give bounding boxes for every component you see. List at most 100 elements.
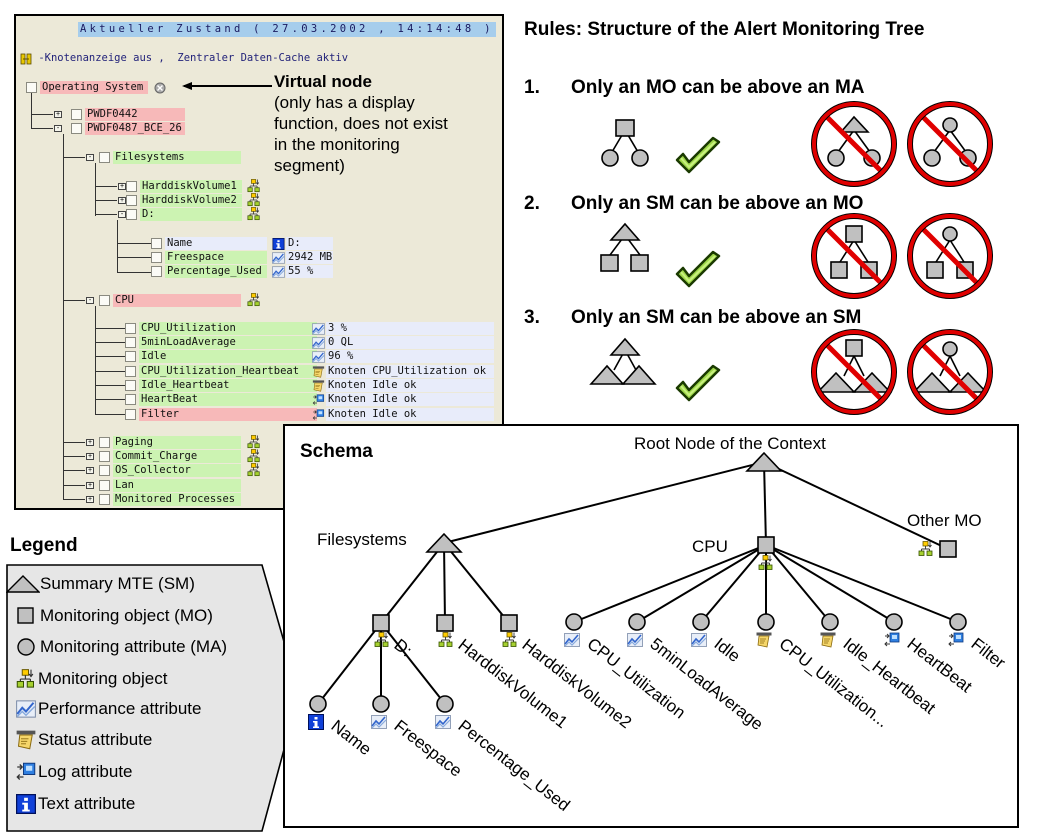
tree-node-label: HarddiskVolume2 bbox=[140, 194, 242, 207]
attribute-value: Knoten CPU_Utilization ok bbox=[312, 365, 494, 378]
triangle-icon bbox=[6, 575, 40, 593]
node-checkbox[interactable] bbox=[26, 82, 37, 93]
performance-attribute-icon bbox=[312, 337, 325, 349]
schema-edge bbox=[636, 544, 767, 623]
legend-item-ma: Monitoring attribute (MA) bbox=[16, 637, 227, 657]
node-checkbox[interactable] bbox=[99, 451, 110, 462]
expand-toggle-icon[interactable]: + bbox=[118, 197, 126, 204]
tree-node-label: Filter bbox=[139, 408, 317, 421]
tree-attribute[interactable]: Idle_Heartbeat bbox=[125, 379, 317, 392]
tree-node[interactable]: Commit_Charge bbox=[99, 450, 241, 463]
node-checkbox[interactable] bbox=[99, 295, 110, 306]
tree-node-label: Percentage_Used bbox=[165, 265, 267, 278]
legend-title: Legend bbox=[10, 535, 78, 556]
tree-node[interactable]: PWDF0487_BCE_26 bbox=[71, 122, 185, 135]
expand-toggle-icon[interactable]: + bbox=[86, 496, 94, 503]
node-checkbox[interactable] bbox=[99, 480, 110, 491]
node-checkbox[interactable] bbox=[125, 323, 136, 334]
collapse-toggle-icon[interactable]: - bbox=[118, 211, 126, 218]
node-checkbox[interactable] bbox=[71, 109, 82, 120]
log-attribute-icon bbox=[16, 762, 36, 782]
text-attribute-icon bbox=[308, 714, 324, 730]
node-checkbox[interactable] bbox=[125, 351, 136, 362]
tree-attribute[interactable]: CPU_Utilization_Heartbeat bbox=[125, 365, 317, 378]
status-attribute-icon bbox=[756, 632, 772, 648]
monitoring-object-icon bbox=[247, 435, 261, 449]
collapse-toggle-icon[interactable]: - bbox=[54, 125, 62, 132]
rule3-allowed-diagram bbox=[589, 337, 657, 385]
node-checkbox[interactable] bbox=[71, 123, 82, 134]
tree-node-cpu[interactable]: CPU bbox=[99, 294, 241, 307]
virtual-node-annotation: Virtual node (only has a display functio… bbox=[274, 71, 448, 176]
node-checkbox[interactable] bbox=[99, 152, 110, 163]
node-checkbox[interactable] bbox=[125, 366, 136, 377]
node-display-toggle-icon[interactable] bbox=[20, 53, 32, 65]
monitoring-object-icon bbox=[918, 541, 933, 556]
allowed-check-icon bbox=[675, 364, 721, 402]
tree-node[interactable]: D: bbox=[126, 208, 242, 221]
expand-toggle-icon[interactable]: + bbox=[86, 467, 94, 474]
collapse-toggle-icon[interactable]: - bbox=[86, 297, 94, 304]
legend-item-performance: Performance attribute bbox=[16, 699, 201, 719]
node-checkbox[interactable] bbox=[151, 238, 162, 249]
performance-attribute-icon bbox=[627, 632, 643, 648]
tree-node-label: 5minLoadAverage bbox=[139, 336, 317, 349]
square-icon bbox=[17, 607, 34, 624]
expand-toggle-icon[interactable]: + bbox=[118, 183, 126, 190]
tree-attribute[interactable]: 5minLoadAverage bbox=[125, 336, 317, 349]
tree-attribute[interactable]: Filter bbox=[125, 408, 317, 421]
expand-toggle-icon[interactable]: + bbox=[86, 453, 94, 460]
expand-toggle-icon[interactable]: + bbox=[54, 111, 62, 118]
tree-node[interactable]: Monitored Processes bbox=[99, 493, 241, 506]
tree-node[interactable]: OS_Collector bbox=[99, 464, 241, 477]
node-checkbox[interactable] bbox=[99, 437, 110, 448]
expand-toggle-icon[interactable]: + bbox=[86, 482, 94, 489]
node-checkbox[interactable] bbox=[151, 252, 162, 263]
performance-attribute-icon bbox=[272, 252, 285, 264]
tree-attribute[interactable]: CPU_Utilization bbox=[125, 322, 317, 335]
annotation-arrow bbox=[182, 82, 272, 90]
schema-edge bbox=[443, 542, 510, 624]
schema-mo-label: HarddiskVolume2 bbox=[519, 635, 636, 732]
tree-node[interactable]: PWDF0442 bbox=[71, 108, 185, 121]
tree-attribute[interactable]: Freespace bbox=[151, 251, 267, 264]
tree-attribute[interactable]: Name bbox=[151, 237, 267, 250]
legend-item-text: Text attribute bbox=[16, 794, 135, 814]
schema-cpu-label: CPU bbox=[692, 537, 728, 556]
tree-node-filesystems[interactable]: Filesystems bbox=[99, 151, 241, 164]
tree-node-label: Filesystems bbox=[113, 151, 241, 164]
monitoring-object-icon bbox=[438, 632, 453, 647]
node-checkbox[interactable] bbox=[99, 494, 110, 505]
schema-cpu-node bbox=[757, 536, 775, 554]
schema-mo-label: HarddiskVolume1 bbox=[455, 635, 572, 732]
allowed-check-icon bbox=[675, 136, 721, 174]
node-checkbox[interactable] bbox=[126, 209, 137, 220]
tree-node-operating-system[interactable]: Operating System bbox=[26, 81, 166, 94]
tree-node[interactable]: HarddiskVolume2 bbox=[126, 194, 242, 207]
node-checkbox[interactable] bbox=[126, 195, 137, 206]
node-checkbox[interactable] bbox=[126, 181, 137, 192]
schema-mo-node bbox=[372, 614, 390, 632]
node-checkbox[interactable] bbox=[151, 266, 162, 277]
tree-node[interactable]: Paging bbox=[99, 436, 241, 449]
node-checkbox[interactable] bbox=[125, 394, 136, 405]
expand-toggle-icon[interactable]: + bbox=[86, 439, 94, 446]
node-checkbox[interactable] bbox=[125, 409, 136, 420]
tree-node-label: Lan bbox=[113, 479, 241, 492]
tree-attribute[interactable]: Percentage_Used bbox=[151, 265, 267, 278]
tree-node[interactable]: Lan bbox=[99, 479, 241, 492]
collapse-toggle-icon[interactable]: - bbox=[86, 154, 94, 161]
performance-attribute-icon bbox=[691, 632, 707, 648]
tree-attribute[interactable]: HeartBeat bbox=[125, 393, 317, 406]
node-checkbox[interactable] bbox=[125, 337, 136, 348]
legend-item-sm: Summary MTE (SM) bbox=[6, 574, 195, 594]
performance-attribute-icon bbox=[435, 714, 451, 730]
tree-node-label: Monitored Processes bbox=[113, 493, 241, 506]
tree-node[interactable]: HarddiskVolume1 bbox=[126, 180, 242, 193]
text-attribute-icon bbox=[16, 794, 36, 814]
tree-attribute[interactable]: Idle bbox=[125, 350, 317, 363]
node-checkbox[interactable] bbox=[125, 380, 136, 391]
schema-edge bbox=[380, 542, 445, 624]
monitoring-object-icon bbox=[247, 207, 261, 221]
node-checkbox[interactable] bbox=[99, 465, 110, 476]
